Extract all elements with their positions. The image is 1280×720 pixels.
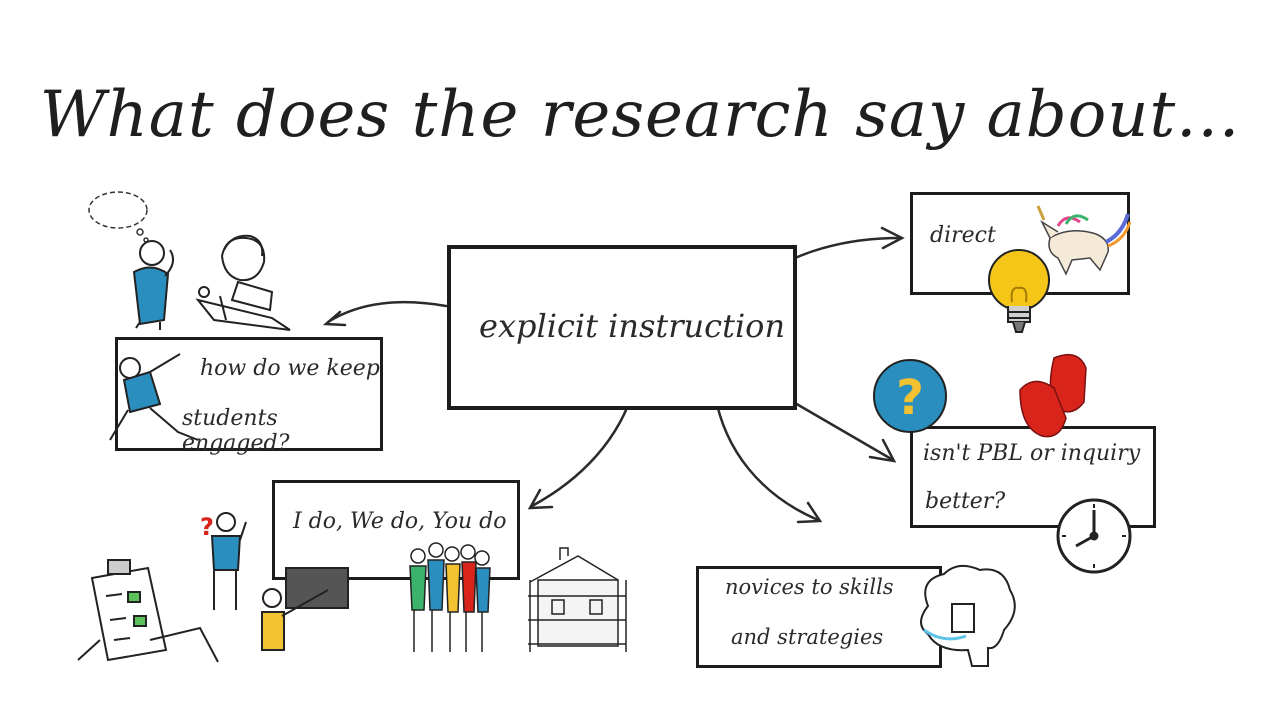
central-node-box: explicit instruction [447,245,797,410]
arrow-to-novices [713,393,820,522]
students-group-icon [409,542,491,652]
boy-writing-icon [195,234,291,331]
clipboard-checklist-icon [77,559,219,663]
ido-label: I do, We do, You do [293,509,507,534]
house-construction-icon [528,547,627,652]
boxing-gloves-icon [1019,353,1087,438]
engaged-node-box: how do we keep students engaged? [115,337,383,456]
novices-node-box: novices to skills and strategies [696,566,942,668]
lightbulb-icon [988,249,1050,333]
lunging-teacher-icon [109,353,199,441]
svg-text:?: ? [200,513,214,541]
engaged-label-line2: students engaged? [182,406,290,456]
central-node-label: explicit instruction [479,307,786,345]
unicorn-icon [1036,205,1132,276]
novices-label-line1: novices to skills [725,575,894,599]
novices-label-line2: and strategies [731,625,884,649]
pbl-label-line1: isn't PBL or inquiry [923,441,1141,466]
teacher-pointing-icon [261,567,349,651]
pbl-label-line2: better? [925,489,1006,514]
question-circle-icon: ? [873,359,947,433]
page-title: What does the research say about... [39,78,1241,152]
svg-text:?: ? [896,370,924,426]
engaged-label-line1: how do we keep [200,356,380,381]
clock-icon [1056,498,1132,574]
brain-icon [920,564,1016,667]
thought-bubble-icon [88,191,149,243]
arrow-to-engaged [326,300,448,324]
direct-label: direct [930,223,996,248]
confused-person-icon: ? [200,512,247,610]
thinking-person-icon [132,240,175,330]
